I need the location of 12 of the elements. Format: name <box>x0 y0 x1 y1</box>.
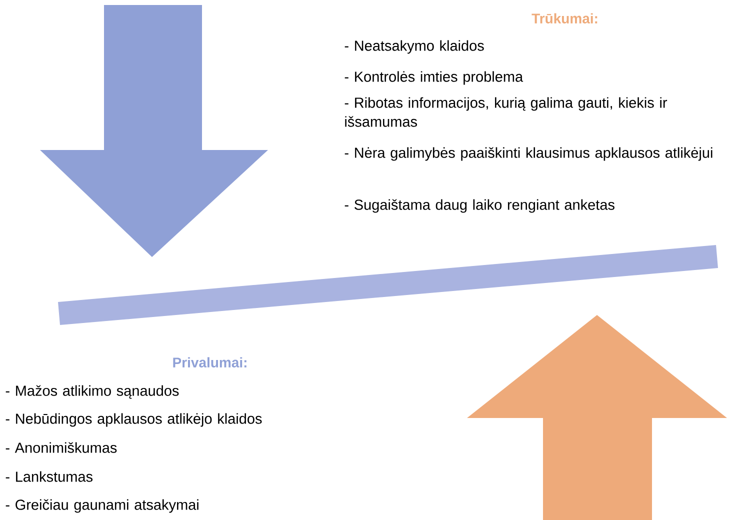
list-item: - Nebūdingos apklausos atlikėjo klaidos <box>6 413 262 427</box>
heading: Trūkumai: <box>532 13 598 24</box>
list-item: - Kontrolės imties problema <box>344 71 524 85</box>
list-item: - Nėra galimybės paaiškinti klausimus apklausos atlikėjui <box>344 147 712 161</box>
heading: Privalumai: <box>173 357 246 368</box>
list-item: - Lankstumas <box>6 471 92 482</box>
list-item: - Mažos atlikimo sąnaudos <box>6 385 179 399</box>
list-item: - Anonimiškumas <box>6 442 117 453</box>
list-item: - Neatsakymo klaidos <box>344 40 484 54</box>
list-item: - Greičiau gaunami atsakymai <box>6 499 198 513</box>
list-item: - Sugaištama daug laiko rengiant anketas <box>344 199 614 213</box>
list-item: - Ribotas informacijos, kurią galima gauti, kiekis ir išsamumas <box>344 97 668 127</box>
